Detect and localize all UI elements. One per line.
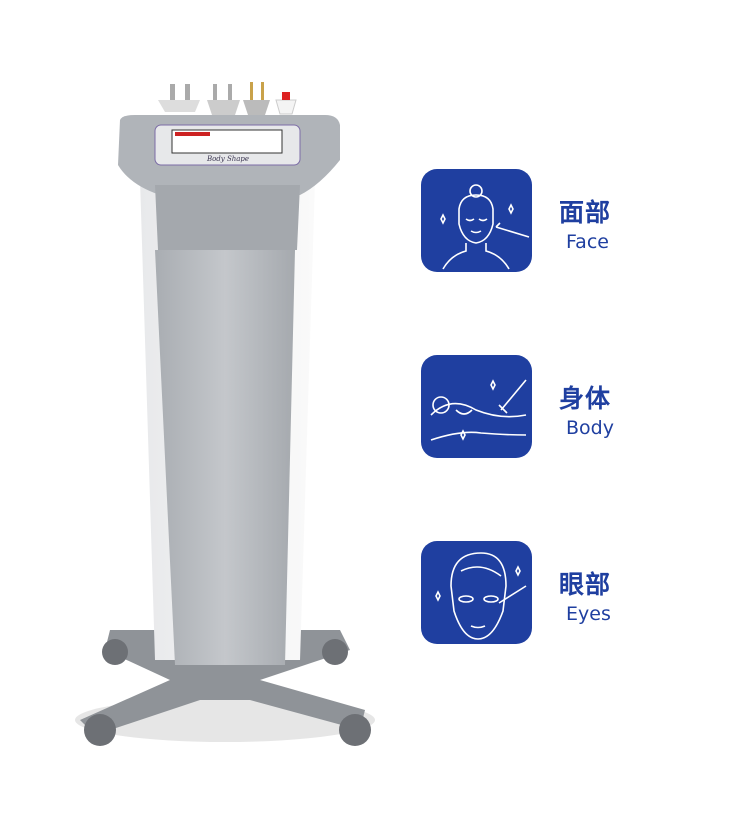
feature-title-zh: 眼部 bbox=[559, 570, 612, 599]
rf-beauty-machine-image: Body Shape bbox=[60, 80, 400, 780]
feature-face: 面部 Face bbox=[421, 169, 681, 273]
feature-title-en: Body bbox=[566, 417, 614, 439]
feature-title-en: Face bbox=[566, 231, 609, 253]
feature-body: 身体 Body bbox=[421, 355, 681, 459]
feature-title-zh: 身体 bbox=[559, 384, 612, 413]
screen-caption: Body Shape bbox=[206, 155, 249, 163]
body-treatment-icon bbox=[421, 355, 532, 458]
face-treatment-icon bbox=[421, 169, 532, 272]
feature-title-en: Eyes bbox=[566, 603, 611, 625]
eye-treatment-icon bbox=[421, 541, 532, 644]
feature-title-zh: 面部 bbox=[559, 198, 612, 227]
feature-eyes: 眼部 Eyes bbox=[421, 541, 681, 645]
